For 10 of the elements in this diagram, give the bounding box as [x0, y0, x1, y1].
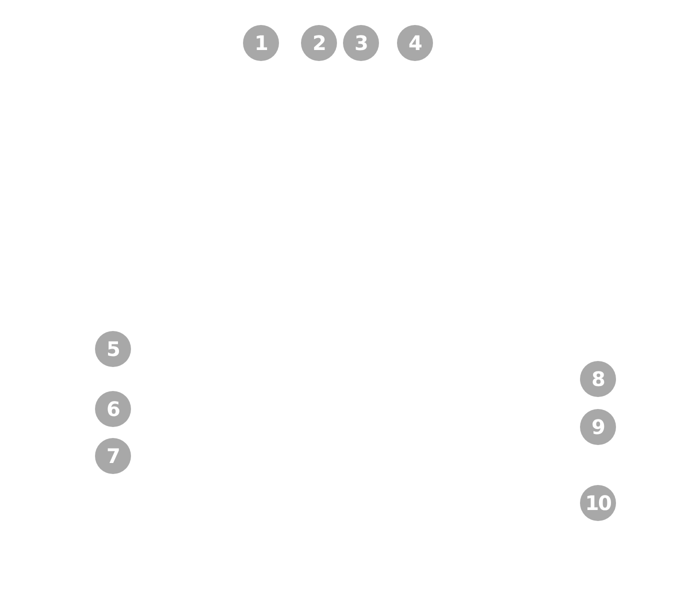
callout-number: 8	[580, 361, 616, 397]
callout-number: 5	[95, 331, 131, 367]
callout-number: 3	[343, 25, 379, 61]
callout-number: 1	[243, 25, 279, 61]
callout-number: 6	[95, 391, 131, 427]
callout-number: 10	[580, 485, 616, 521]
callout-number: 4	[397, 25, 433, 61]
callout-number: 2	[301, 25, 337, 61]
callout-number: 7	[95, 438, 131, 474]
callout-number: 9	[580, 409, 616, 445]
